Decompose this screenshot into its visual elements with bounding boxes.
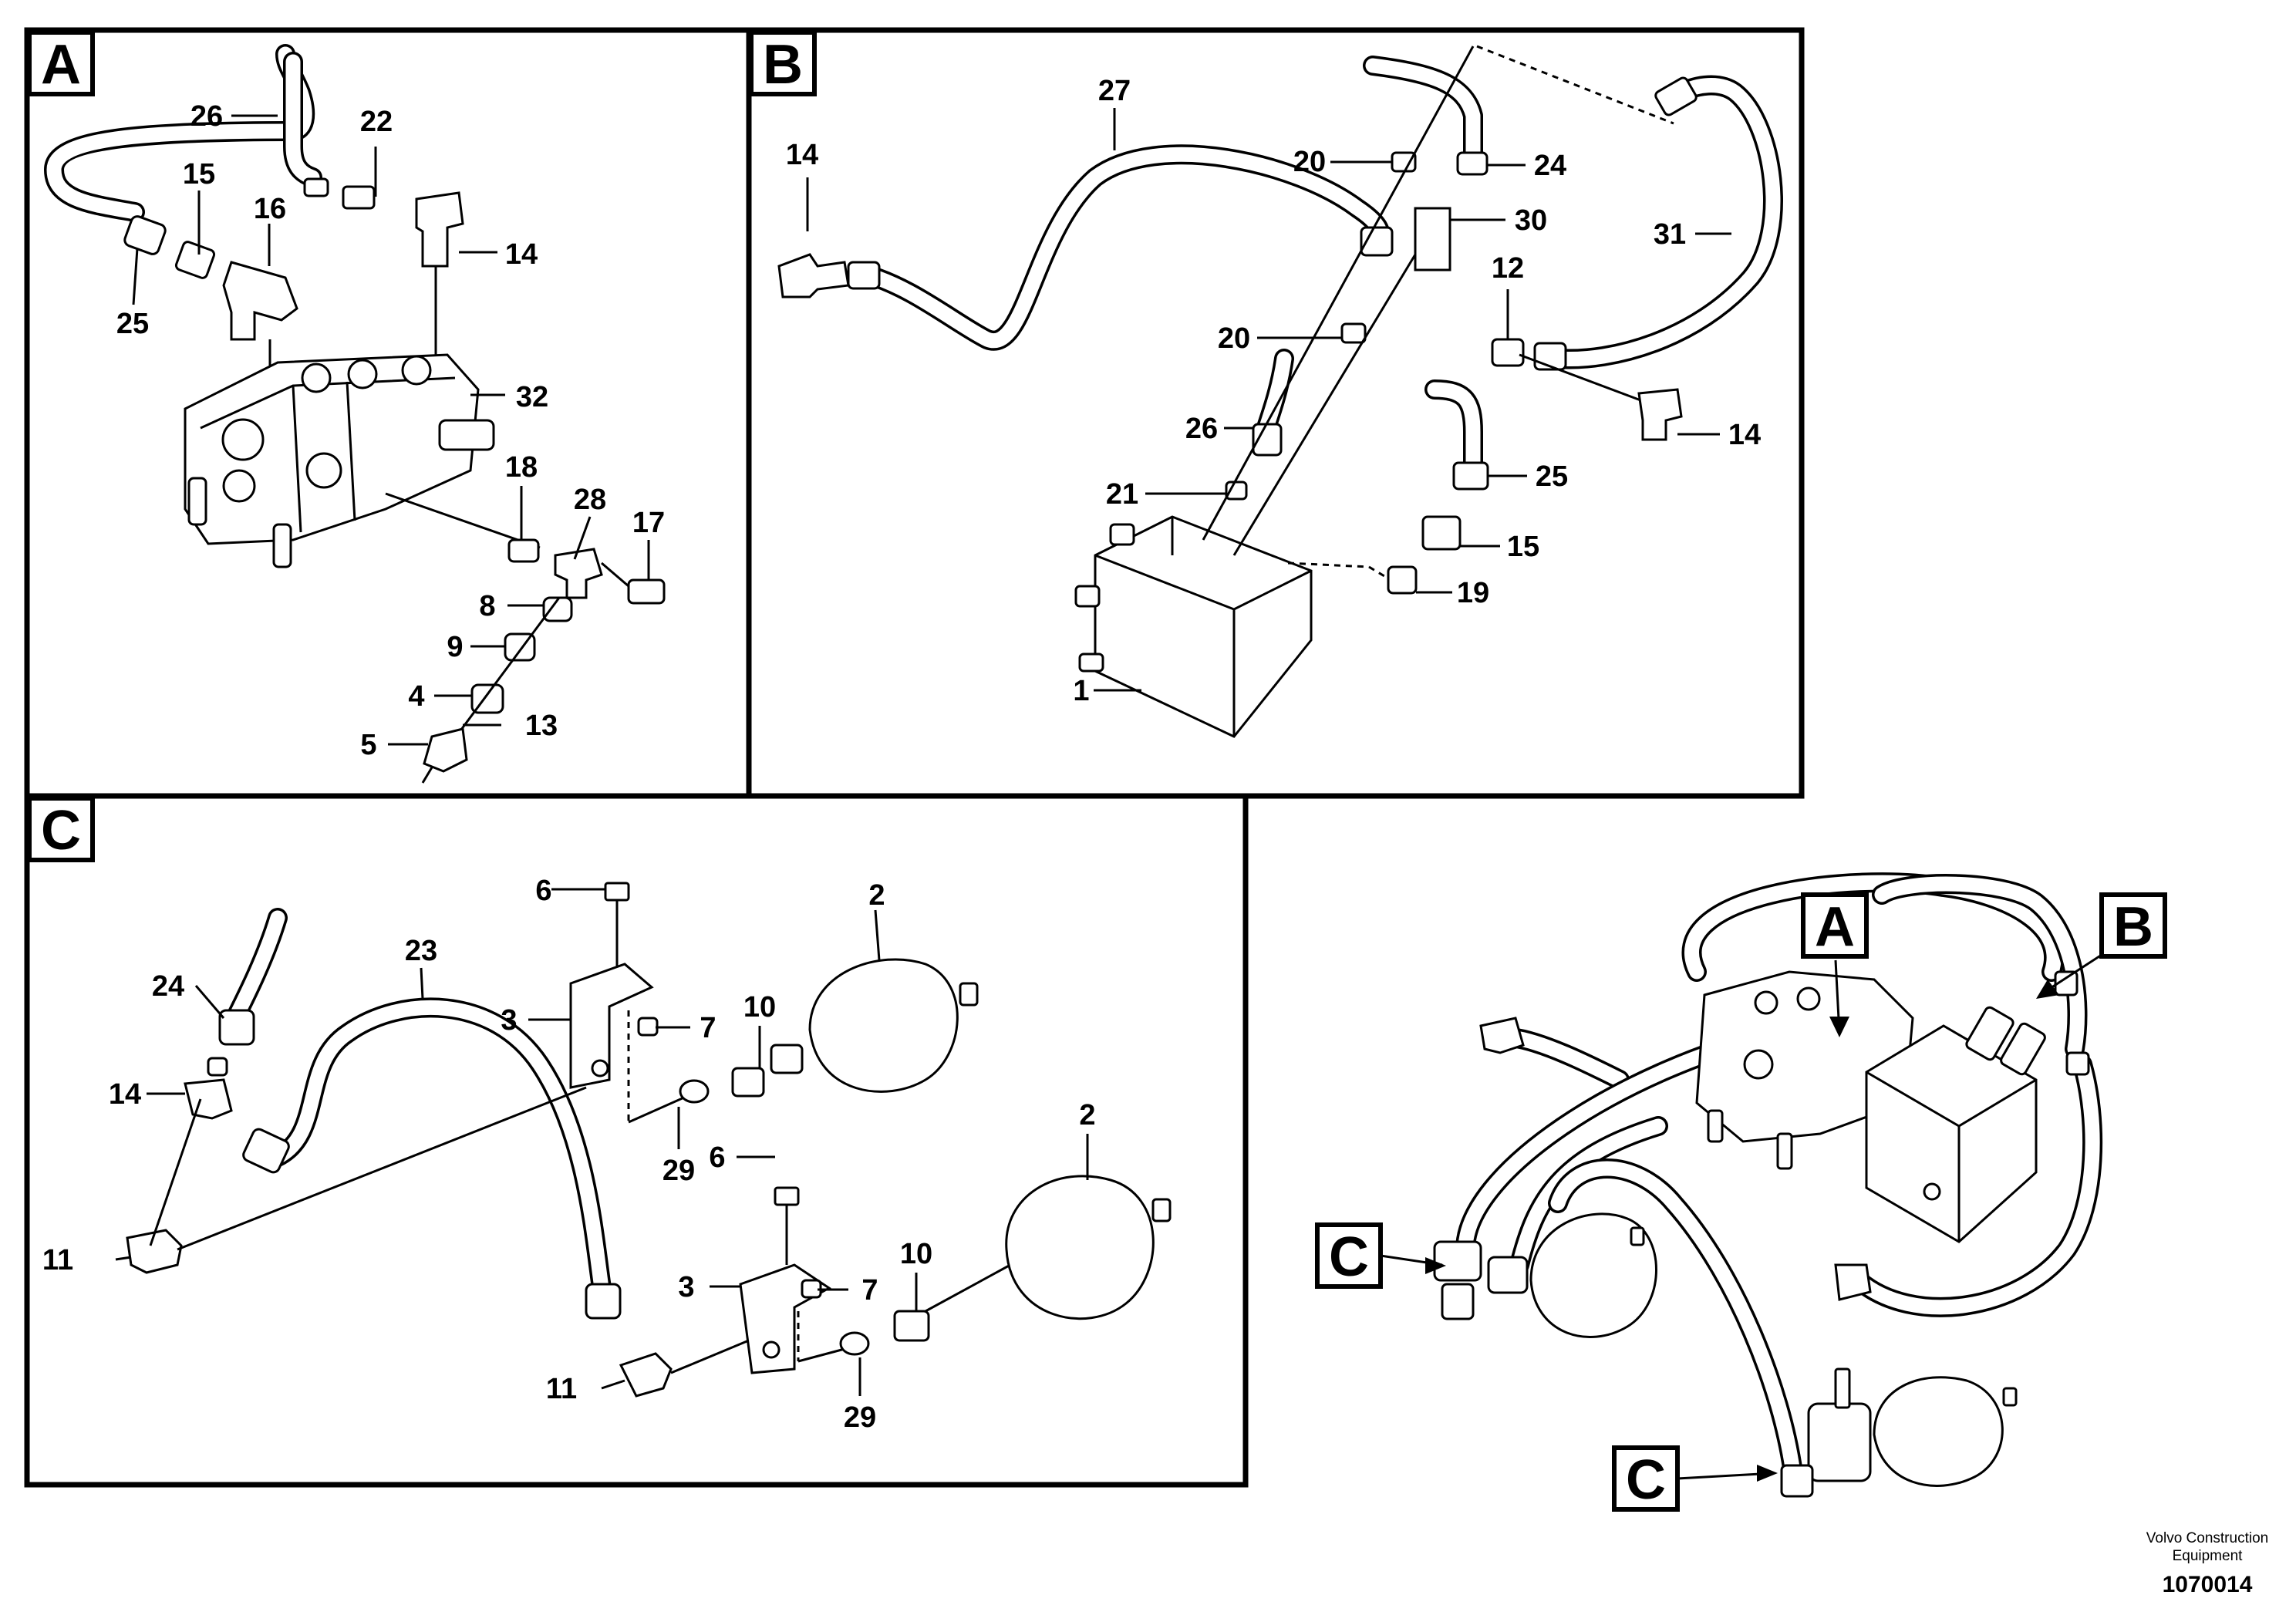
panel-c-label-3: 3 [501, 1004, 517, 1037]
panel-c-label-29: 29 [663, 1155, 695, 1187]
panel-b-hoses [854, 56, 1783, 473]
panel-c-tag-box [27, 796, 95, 862]
panel-c-label-11: 11 [42, 1244, 73, 1276]
panel-c-label-10b: 10 [900, 1238, 932, 1270]
panel-c-labels: 6 2 23 24 3 7 10 14 29 6 2 11 10 3 7 11 … [42, 875, 1096, 1434]
panel-c-frame [24, 793, 1249, 1488]
footer-drawing-number: 1070014 [2163, 1572, 2253, 1597]
panel-a-tag: A [41, 34, 81, 96]
overview-callout-b: B [2113, 896, 2153, 958]
panel-a-label-25: 25 [116, 308, 149, 340]
panel-a-label-4: 4 [408, 680, 424, 713]
valve-block-1 [1074, 515, 1313, 738]
panel-a-label-17: 17 [632, 507, 665, 539]
panel-a-label-16: 16 [254, 193, 286, 225]
panel-c-tag: C [41, 800, 81, 862]
footer-company-line1: Volvo Construction [2146, 1530, 2268, 1546]
panel-b-tag-box [749, 30, 817, 96]
overview-assembly: A B C C [1315, 872, 2167, 1512]
panel-b-label-19: 19 [1457, 577, 1489, 609]
panel-b-label-24: 24 [1534, 150, 1566, 182]
panel-a-tag-box [27, 30, 95, 96]
overview-callout-b-box [2099, 892, 2167, 959]
panel-c-fittings [126, 1009, 764, 1398]
panel-c-label-6b: 6 [709, 1141, 725, 1174]
control-valve-block [184, 353, 541, 568]
panel-a-labels: 26 22 15 16 14 25 32 18 28 17 8 9 4 13 5 [116, 100, 665, 761]
footer-company-line2: Equipment [2173, 1548, 2244, 1564]
panel-c-label-7b: 7 [861, 1274, 878, 1307]
footer: Volvo Construction Equipment 1070014 [2146, 1530, 2268, 1597]
panel-c-leaders [115, 888, 1089, 1396]
panel-a-lower-chain [421, 538, 666, 784]
upper-accumulator-assembly [569, 882, 979, 1124]
overview-callout-c2-box [1612, 1445, 1680, 1512]
panel-c-label-2b: 2 [1079, 1099, 1095, 1131]
panel-b-label-20: 20 [1293, 146, 1326, 178]
panel-a-label-26: 26 [190, 100, 223, 133]
panel-b-label-26: 26 [1185, 413, 1218, 445]
overview-callout-c2: C [1626, 1449, 1666, 1511]
panel-b-label-1: 1 [1073, 675, 1089, 707]
panel-a-fittings [123, 177, 464, 370]
panel-c-label-14: 14 [109, 1078, 141, 1111]
panel-b-label-14: 14 [786, 139, 818, 171]
panel-b-frame [746, 27, 1805, 799]
panel-b-label-21: 21 [1106, 478, 1138, 511]
panel-c-label-11b: 11 [546, 1373, 577, 1405]
overview-callout-a-box [1801, 892, 1869, 959]
panel-b: B [746, 27, 1805, 799]
overview-callout-c1-box [1315, 1222, 1383, 1289]
panel-b-label-12: 12 [1492, 252, 1524, 285]
panel-a-leaders [132, 114, 650, 746]
panel-a-label-22: 22 [360, 106, 393, 138]
panel-b-label-27: 27 [1098, 75, 1131, 107]
panel-c-label-7: 7 [700, 1012, 716, 1044]
panel-b-fittings [777, 76, 1698, 595]
panel-b-label-15: 15 [1507, 531, 1539, 563]
panel-c-label-23: 23 [405, 935, 437, 967]
panel-c-label-24: 24 [152, 970, 184, 1003]
panel-a-label-8: 8 [479, 590, 495, 622]
overview-callout-a: A [1815, 896, 1855, 958]
panel-c-label-2: 2 [868, 879, 885, 912]
panel-a-label-9: 9 [447, 631, 463, 663]
panel-b-leaders [806, 108, 1731, 692]
panel-b-label-30: 30 [1515, 204, 1547, 237]
panel-a-label-15: 15 [183, 158, 215, 191]
panel-a-label-18: 18 [505, 451, 538, 484]
panel-c-label-10: 10 [743, 991, 776, 1023]
lower-accumulator-assembly [739, 1175, 1172, 1374]
panel-a-label-28: 28 [574, 484, 606, 516]
panel-a: A [24, 27, 752, 799]
panel-a-hoses [44, 44, 322, 222]
panel-a-label-13: 13 [525, 710, 558, 742]
panel-b-label-25: 25 [1536, 460, 1568, 493]
panel-b-label-31: 31 [1654, 218, 1686, 251]
panel-c-label-29b: 29 [844, 1401, 876, 1434]
panel-c-label-3b: 3 [678, 1271, 694, 1303]
panel-c-label-6: 6 [535, 875, 551, 907]
panel-b-label-14b: 14 [1728, 419, 1761, 451]
panel-a-label-32: 32 [516, 381, 548, 413]
panel-c: C [24, 793, 1249, 1488]
overview-callout-c1: C [1329, 1226, 1369, 1288]
panel-a-label-14: 14 [505, 238, 538, 271]
panel-a-label-5: 5 [360, 729, 376, 761]
panel-b-labels: 27 14 20 24 30 31 12 20 26 21 25 14 15 1… [786, 75, 1761, 707]
panel-b-guides [1202, 45, 1674, 580]
panel-b-label-20b: 20 [1218, 322, 1250, 355]
panel-b-tag: B [763, 34, 803, 96]
